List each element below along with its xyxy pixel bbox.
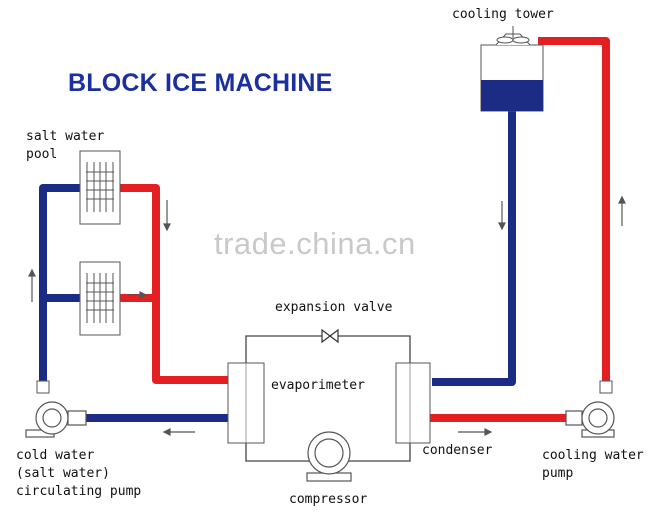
pump-stubs — [36, 380, 613, 394]
cooling-tower-water — [481, 80, 543, 111]
loop-top-line — [245, 335, 411, 365]
arrow-right-condenser-icon — [458, 428, 493, 436]
condenser-box — [395, 362, 431, 444]
salt-water-pool-label: salt water pool — [26, 129, 105, 162]
loop-bottom-line — [245, 442, 310, 462]
blue-pipes — [39, 108, 516, 422]
cooling-tower-icon — [480, 26, 544, 112]
tower-hot-pipe — [538, 37, 610, 385]
arrow-left-bottom-icon — [162, 428, 195, 436]
cooling-water-pump-label: cooling water pump — [542, 448, 644, 481]
red-pipes — [120, 37, 610, 422]
cold-pump-stub — [36, 380, 50, 394]
flow-arrows — [28, 195, 626, 436]
evaporimeter-unit — [227, 362, 265, 444]
watermark-text: trade.china.cn — [214, 226, 416, 261]
arrow-up-left-icon — [28, 268, 36, 302]
tower-cold-pipe — [432, 108, 516, 386]
pool-supply-pipe — [39, 184, 80, 385]
salt-water-pool-upper — [79, 150, 121, 225]
condenser-label: condenser — [422, 443, 493, 458]
arrow-up-tower-icon — [618, 195, 626, 226]
compressor-icon — [306, 431, 352, 482]
compressor-label: compressor — [289, 492, 368, 507]
evaporimeter-label: evaporimeter — [271, 378, 365, 393]
condenser-unit — [395, 362, 431, 444]
page-title: BLOCK ICE MACHINE — [68, 69, 333, 97]
expansion-valve-label: expansion valve — [275, 300, 393, 315]
cold-water-pump-icon — [25, 401, 87, 438]
salt-water-pool-lower — [79, 261, 121, 336]
pool-return-pipe — [120, 184, 228, 384]
cooling-pump-stub — [599, 380, 613, 394]
cooling-water-pump-icon — [565, 401, 615, 438]
arrow-right-pool-icon — [127, 291, 148, 299]
arrow-down-pool-icon — [163, 200, 171, 232]
expansion-valve-icon — [321, 328, 339, 344]
cooling-tower-label: cooling tower — [452, 7, 554, 22]
arrow-down-tower-icon — [498, 201, 506, 231]
loop-bottom-line-right — [348, 442, 411, 462]
cold-water-pump-label: cold water (salt water) circulating pump — [16, 448, 142, 499]
